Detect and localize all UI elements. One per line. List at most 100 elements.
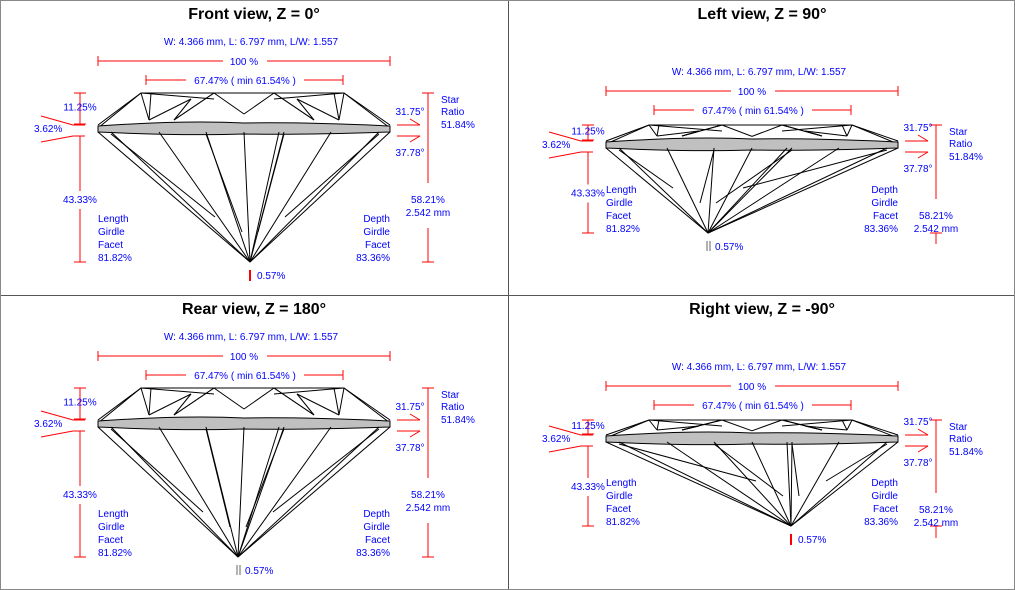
girdle-arrow — [40, 430, 74, 438]
girdle-arrow — [548, 151, 582, 159]
pavilion-facet-edge — [707, 147, 788, 234]
total-width-label: 100 % — [230, 352, 258, 363]
pavilion-facet-edge — [707, 147, 715, 234]
star-facet-edge — [648, 419, 723, 427]
pavilion-angle-label: 37.78° — [903, 164, 932, 175]
crown-facet-edge — [173, 98, 192, 121]
lgf-label-line: Length — [606, 478, 637, 489]
pavilion-angle-arrow — [409, 135, 421, 143]
dgf-value: 83.36% — [356, 548, 390, 559]
star-facet-edge — [781, 419, 853, 427]
pavilion-facet-edge — [666, 147, 709, 234]
girdle-label: 3.62% — [34, 124, 62, 135]
crown-facet-edge — [296, 393, 315, 416]
panel-title: Right view, Z = -90° — [689, 301, 835, 318]
pavilion-facet-edge — [249, 131, 280, 263]
kite-facet-edge — [681, 419, 723, 431]
pavilion-facet-edge — [790, 441, 899, 527]
lgf-label-line: Length — [606, 185, 637, 196]
kite-facet-edge — [273, 387, 315, 416]
lower-girdle-edge — [618, 149, 674, 189]
pavilion-facet-edge — [249, 131, 391, 263]
lgf-label-line: Girdle — [98, 227, 125, 238]
star-facet-edge — [273, 92, 345, 100]
crown-height-label: 11.25% — [63, 103, 96, 114]
pavilion-facet-edge — [249, 131, 332, 263]
dimensions-text: W: 4.366 mm, L: 6.797 mm, L/W: 1.557 — [672, 67, 847, 78]
crown-facet-edge — [213, 92, 245, 115]
pavilion-facet-edge — [237, 426, 332, 558]
pavilion-depth-label: 43.33% — [63, 490, 97, 501]
crown-facet-edge — [296, 98, 340, 121]
star-ratio-value: 51.84% — [441, 120, 475, 131]
crown-angle-label: 31.75° — [395, 402, 424, 413]
pavilion-facet-edge — [243, 131, 251, 263]
lgf-value: 81.82% — [606, 517, 640, 528]
culet-label: 0.57% — [715, 242, 743, 253]
pavilion-facet-edge — [237, 426, 391, 558]
dgf-label-line: Facet — [873, 504, 898, 515]
crown-angle-arrow — [917, 134, 929, 142]
pavilion-facet-edge — [605, 441, 792, 527]
crown-facet-edge — [846, 419, 853, 431]
star-ratio-label: Star — [949, 127, 968, 138]
pavilion-facet-edge — [97, 426, 239, 558]
panel-title: Left view, Z = 90° — [698, 6, 827, 23]
kite-facet-edge — [841, 419, 848, 431]
lgf-value: 81.82% — [98, 548, 132, 559]
lower-girdle-edge — [825, 443, 888, 482]
kite-facet-edge — [781, 124, 823, 137]
kite-facet-edge — [173, 92, 215, 121]
kite-facet-edge — [333, 387, 340, 416]
crown-angle-arrow — [409, 413, 421, 421]
star-ratio-value: 51.84% — [949, 152, 983, 163]
table-percent-label: 67.47% ( min 61.54% ) — [194, 76, 296, 87]
pavilion-facet-edge — [666, 441, 792, 527]
crown-facet-edge — [148, 98, 192, 121]
kite-facet-edge — [173, 387, 215, 416]
crown-height-label: 11.25% — [571, 127, 604, 138]
lgf-label-line: Length — [98, 509, 129, 520]
kite-facet-edge — [656, 124, 660, 137]
pavilion-facet-edge — [249, 131, 380, 263]
crown-facet-edge — [338, 387, 345, 416]
table-percent-label: 67.47% ( min 61.54% ) — [702, 106, 804, 117]
table-percent-label: 67.47% ( min 61.54% ) — [194, 371, 296, 382]
total-depth-label: 58.21% — [411, 490, 445, 501]
crown-angle-arrow — [409, 118, 421, 126]
star-facet-edge — [140, 387, 215, 395]
star-facet-edge — [648, 124, 723, 132]
depth-mm-label: 2.542 mm — [406, 503, 450, 514]
crown-angle-label: 31.75° — [903, 417, 932, 428]
lower-girdle-edge — [715, 149, 793, 204]
dgf-label-line: Depth — [871, 478, 898, 489]
crown-facet-edge — [648, 124, 658, 137]
lgf-label-line: Facet — [606, 211, 631, 222]
table-percent-label: 67.47% ( min 61.54% ) — [702, 401, 804, 412]
lgf-value: 81.82% — [606, 224, 640, 235]
kite-facet-edge — [148, 387, 152, 416]
crown-height-label: 11.25% — [571, 421, 604, 432]
girdle-arrow — [548, 445, 582, 453]
crown-facet-edge — [656, 425, 700, 431]
lower-girdle-edge — [699, 149, 715, 204]
total-width-label: 100 % — [738, 87, 766, 98]
crown-facet-edge — [338, 92, 345, 121]
pavilion-facet-edge — [237, 426, 245, 558]
panel-title: Rear view, Z = 180° — [182, 301, 326, 318]
rear-view-panel: Rear view, Z = 180°W: 4.366 mm, L: 6.797… — [1, 296, 508, 589]
crown-facet-edge — [296, 393, 340, 416]
lower-girdle-edge — [205, 133, 243, 233]
panel-divider-horizontal — [1, 295, 1014, 296]
kite-facet-edge — [333, 92, 340, 121]
crown-facet-edge — [846, 124, 853, 137]
pavilion-facet-edge — [790, 441, 888, 527]
lgf-value: 81.82% — [98, 253, 132, 264]
crown-angle-arrow — [917, 428, 929, 436]
pavilion-depth-label: 43.33% — [63, 195, 97, 206]
girdle-arrow — [40, 115, 74, 126]
girdle-arrow — [548, 131, 582, 142]
pavilion-angle-label: 37.78° — [395, 443, 424, 454]
pavilion-facet-edge — [790, 441, 840, 527]
lower-girdle-edge — [272, 428, 380, 513]
